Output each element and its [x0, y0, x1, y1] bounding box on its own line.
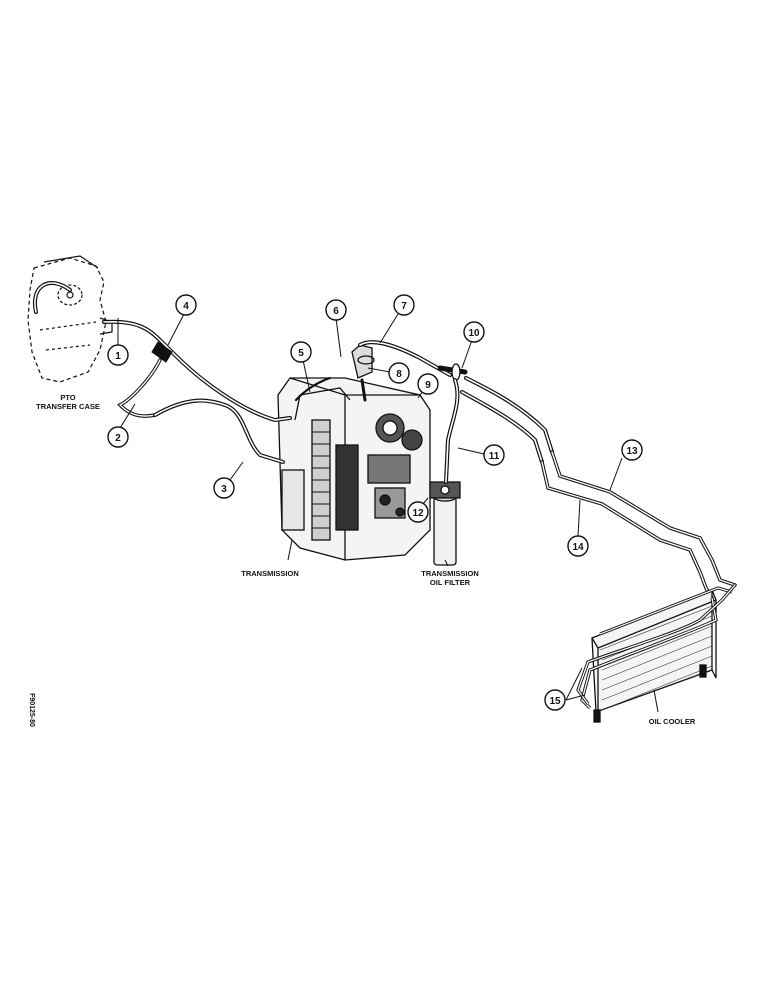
callout-8: 8: [388, 362, 410, 384]
callout-4-label: 4: [183, 301, 189, 312]
callout-10-label: 10: [468, 328, 480, 339]
hose-lines: [32, 281, 332, 464]
filter-label-line1: TRANSMISSION: [421, 569, 479, 578]
callout-9: 9: [417, 373, 439, 395]
callout-13-label: 13: [626, 446, 638, 457]
callout-9-label: 9: [425, 380, 431, 391]
callout-2-label: 2: [115, 433, 121, 444]
callout-6: 6: [325, 299, 347, 321]
callout-6-label: 6: [333, 306, 339, 317]
callout-5-label: 5: [298, 348, 304, 359]
callout-15: 15: [544, 689, 566, 711]
callout-8-label: 8: [396, 369, 402, 380]
component-labels: PTO TRANSFER CASE TRANSMISSION TRANSMISS…: [28, 393, 696, 727]
callout-15-label: 15: [549, 696, 561, 707]
callout-2: 2: [107, 426, 129, 448]
oil-cooler-label: OIL COOLER: [649, 717, 696, 726]
callout-7: 7: [393, 294, 415, 316]
pto-transfer-case: [27, 255, 113, 383]
callout-12-label: 12: [412, 508, 424, 519]
filter-label-line2: OIL FILTER: [430, 578, 471, 587]
callout-3: 3: [213, 477, 235, 499]
callout-1-label: 1: [115, 351, 121, 362]
transmission: [277, 344, 431, 561]
transmission-oil-filter: [429, 481, 461, 566]
pto-label-line2: TRANSFER CASE: [36, 402, 100, 411]
callout-10: 10: [463, 321, 485, 343]
callouts: 1 2 3 4 5 6 7 8: [107, 294, 643, 711]
callout-14-label: 14: [572, 542, 584, 553]
leader-lines: [117, 313, 659, 713]
callout-7-label: 7: [401, 301, 407, 312]
pto-label-line1: PTO: [60, 393, 75, 402]
callout-3-label: 3: [221, 484, 227, 495]
figure-id-label: F90125-80: [28, 693, 35, 727]
callout-14: 14: [567, 535, 589, 557]
callout-11: 11: [483, 444, 505, 466]
callout-12: 12: [407, 501, 429, 523]
callout-1: 1: [107, 344, 129, 366]
callout-13: 13: [621, 439, 643, 461]
callout-5: 5: [290, 341, 312, 363]
transmission-label: TRANSMISSION: [241, 569, 299, 578]
oil-cooler: [576, 583, 737, 723]
callout-4: 4: [175, 294, 197, 316]
cooler-supply-lines: [358, 340, 737, 600]
callout-11-label: 11: [489, 451, 500, 462]
